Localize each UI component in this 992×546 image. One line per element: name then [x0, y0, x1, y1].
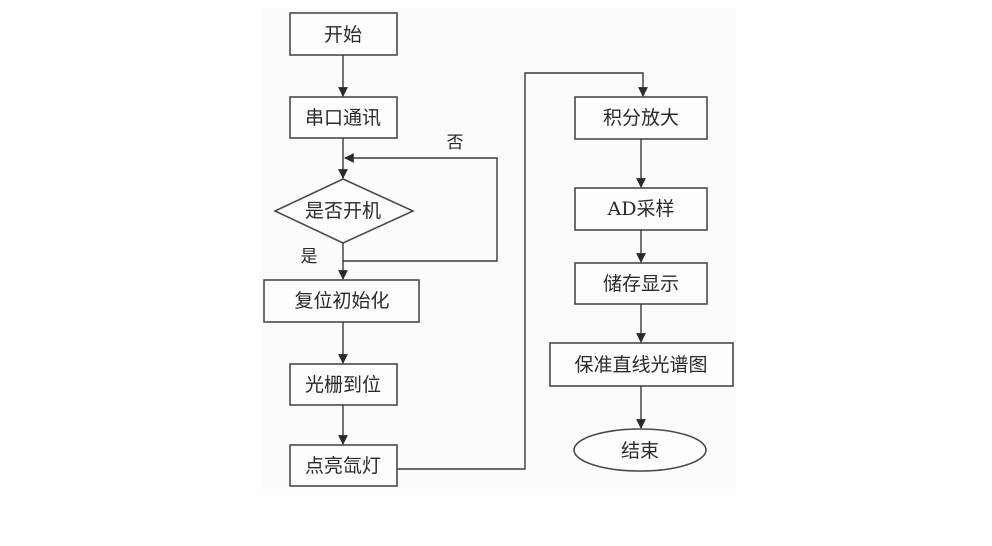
node-power-check: 是否开机	[273, 178, 415, 244]
node-integrate-label: 积分放大	[603, 107, 679, 129]
edge-label-yes: 是	[301, 247, 318, 267]
node-start: 开始	[289, 12, 398, 56]
node-ad-sample: AD采样	[574, 187, 708, 231]
node-end: 结束	[573, 428, 707, 472]
node-store-display-label: 储存显示	[603, 273, 679, 295]
node-integrate: 积分放大	[574, 96, 708, 140]
node-end-label: 结束	[621, 440, 659, 462]
edge-label-no: 否	[447, 133, 464, 153]
node-spectrum-label: 保准直线光谱图	[574, 354, 707, 376]
edge-lamp-integrate	[397, 72, 648, 470]
node-spectrum: 保准直线光谱图	[549, 342, 734, 387]
node-grating: 光栅到位	[289, 363, 398, 406]
node-serial: 串口通讯	[289, 96, 398, 139]
node-power-check-label: 是否开机	[305, 200, 381, 222]
node-grating-label: 光栅到位	[305, 374, 381, 396]
node-ad-sample-label: AD采样	[607, 198, 675, 220]
node-lamp-label: 点亮氙灯	[305, 455, 381, 477]
node-reset-init: 复位初始化	[263, 279, 420, 323]
node-store-display: 储存显示	[574, 262, 708, 305]
node-start-label: 开始	[324, 24, 362, 46]
node-serial-label: 串口通讯	[305, 107, 381, 129]
node-lamp: 点亮氙灯	[289, 444, 398, 487]
edge-no-loop	[343, 153, 498, 262]
node-reset-init-label: 复位初始化	[294, 290, 389, 312]
